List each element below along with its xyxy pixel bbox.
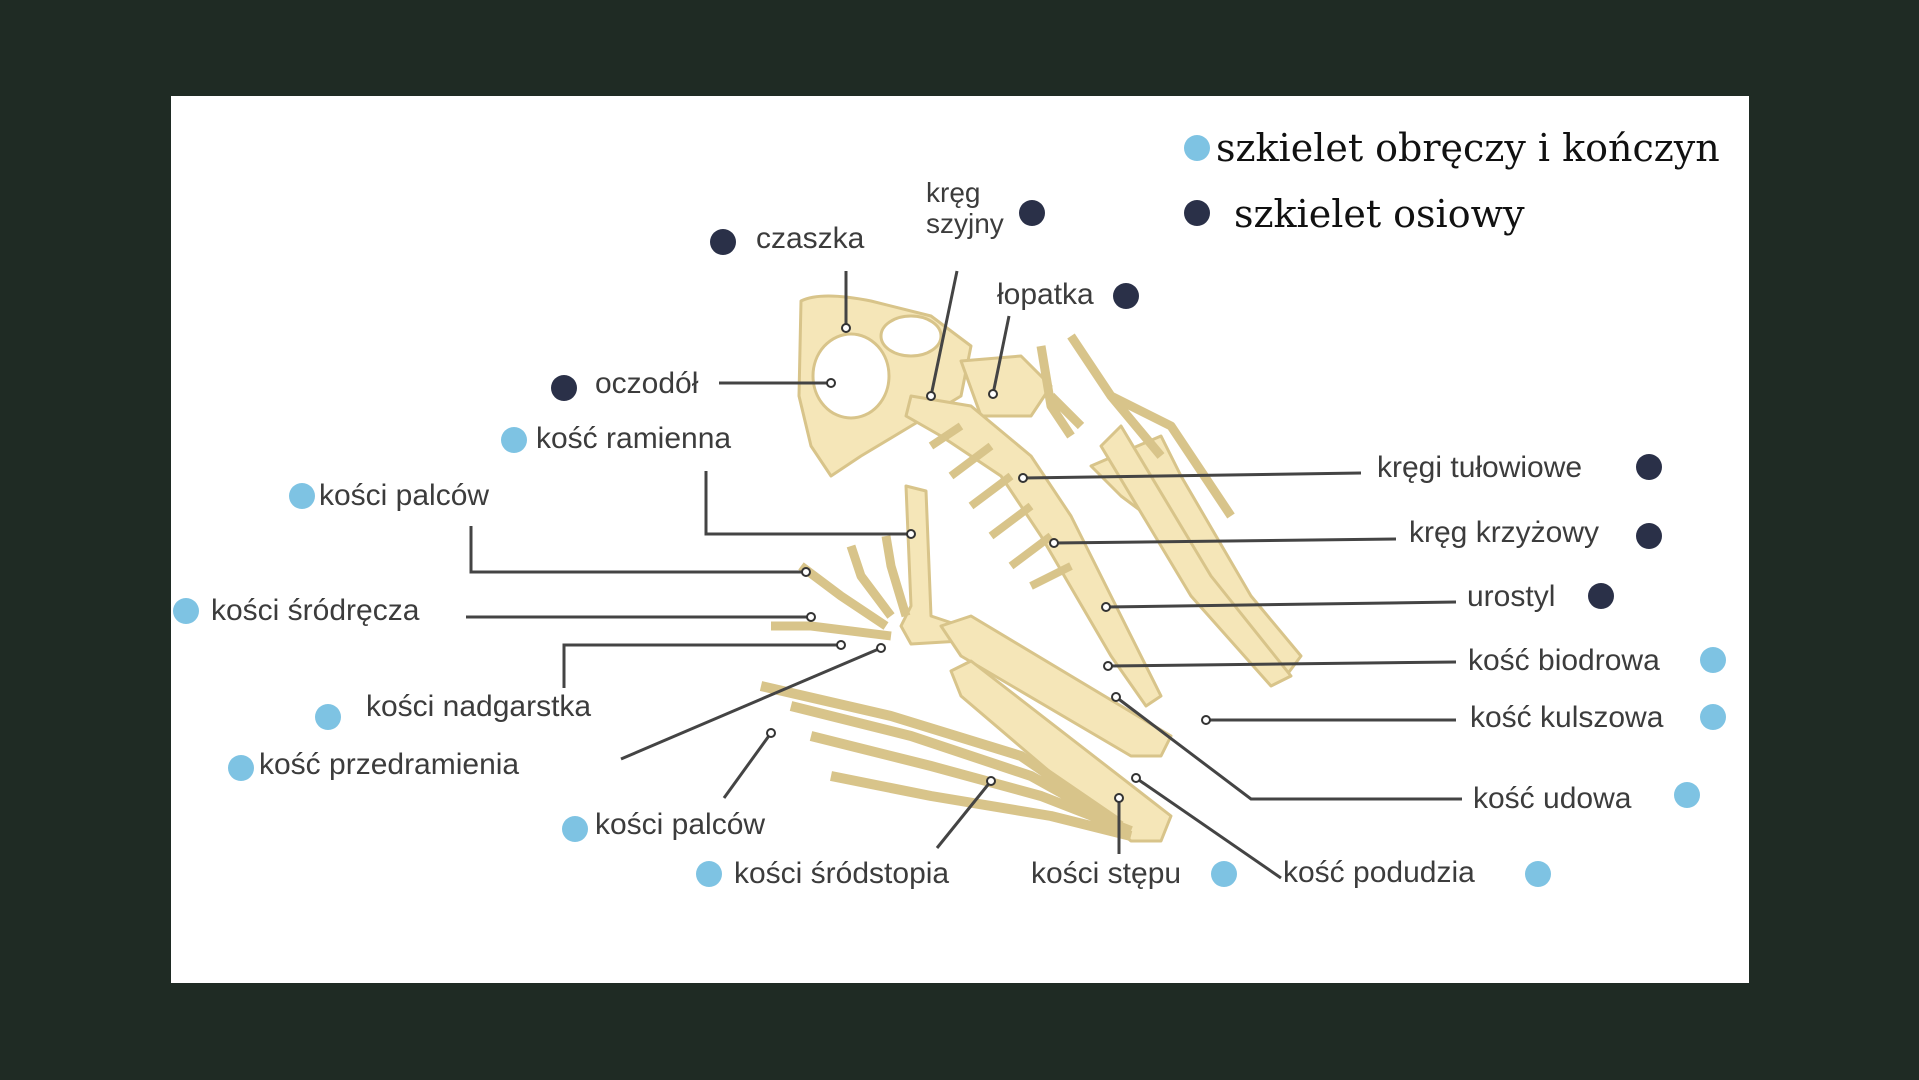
label-kosc-kulszowa: kość kulszowa [1470, 701, 1664, 734]
endpoint-kosci-nadgarstka [836, 640, 846, 650]
ilium-2 [1099, 424, 1293, 688]
frog-skeleton [759, 294, 1303, 843]
dot-kosci-srodrecza [173, 598, 199, 624]
dot-kosci-nadgarstka [315, 704, 341, 730]
dot-kosci-srodstopia [696, 861, 722, 887]
dot-kosc-przedramienia [228, 755, 254, 781]
endpoint-kosc-podudzia [1131, 773, 1141, 783]
legend-axial-text: szkielet osiowy [1234, 192, 1525, 236]
endpoint-kregi-tulowiowe [1018, 473, 1028, 483]
endpoint-kosc-kulszowa [1201, 715, 1211, 725]
leader-kosci-srodstopia [935, 780, 993, 849]
dot-kosci-palcow-gorne [289, 483, 315, 509]
label-kosci-stepu: kości stępu [1031, 857, 1182, 890]
label-kosc-udowa: kość udowa [1473, 782, 1632, 815]
dot-krag-szyjny [1019, 200, 1045, 226]
endpoint-kosci-palcow-dolne [766, 728, 776, 738]
leader-endpoints [766, 323, 1211, 803]
scapula [959, 354, 1053, 418]
leader-krag-krzyzowy [1053, 537, 1397, 545]
leader-kosc-udowa [1115, 695, 1462, 801]
endpoint-kosci-stepu [1114, 793, 1124, 803]
endpoint-kosc-ramienna [906, 529, 916, 539]
endpoint-kosc-przedramienia [876, 643, 886, 653]
label-urostyl: urostyl [1467, 580, 1556, 613]
endpoint-urostyl [1101, 602, 1111, 612]
orbit [811, 332, 891, 420]
endpoint-krag-krzyzowy [1049, 538, 1059, 548]
dot-czaszka [710, 229, 736, 255]
endpoint-kosc-biodrowa [1103, 661, 1113, 671]
label-kosci-srodstopia: kości śródstopia [734, 857, 950, 890]
forelimb [899, 484, 963, 646]
label-kosci-srodrecza: kości śródręcza [211, 594, 420, 627]
femur [939, 614, 1173, 758]
leader-kosc-ramienna [704, 471, 911, 536]
endpoint-czaszka [841, 323, 851, 333]
label-lopatka: łopatka [997, 278, 1094, 311]
dot-kosci-palcow-dolne [562, 816, 588, 842]
legend-axial-dot [1184, 200, 1210, 226]
label-kregi-tulowiowe: kręgi tułowiowe [1377, 451, 1583, 484]
endpoint-kosc-udowa [1111, 692, 1121, 702]
front-fingers [771, 535, 911, 641]
leader-urostyl [1105, 600, 1457, 609]
leader-kosci-palcow-dolne [722, 732, 773, 799]
label-kosci-palcow-gorne: kości palców [319, 479, 490, 512]
dot-kosc-udowa [1674, 782, 1700, 808]
dot-oczodol [551, 375, 577, 401]
label-krag-krzyzowy: kręg krzyżowy [1409, 516, 1600, 549]
dot-kregi-tulowiowe [1636, 454, 1662, 480]
endpoint-kosci-srodrecza [806, 612, 816, 622]
leader-kosci-palcow-gorne [469, 526, 806, 574]
label-kosc-ramienna: kość ramienna [536, 422, 732, 455]
label-czaszka: czaszka [756, 222, 865, 255]
leader-kregi-tulowiowe [1022, 471, 1362, 480]
dot-krag-krzyzowy [1636, 523, 1662, 549]
endpoint-kosci-palcow-gorne [801, 567, 811, 577]
leader-kosc-biodrowa [1107, 660, 1457, 668]
leader-kosci-nadgarstka [562, 643, 841, 688]
legend-appendicular-text: szkielet obręczy i kończyn [1216, 126, 1720, 170]
label-kosc-podudzia: kość podudzia [1283, 856, 1475, 889]
dot-kosc-kulszowa [1700, 704, 1726, 730]
leader-kosc-podudzia [1135, 776, 1282, 880]
dot-kosc-podudzia [1525, 861, 1551, 887]
upper-hind-foot [1036, 333, 1235, 519]
leader-lopatka [991, 315, 1011, 395]
label-kosci-nadgarstka: kości nadgarstka [366, 690, 592, 723]
diagram-panel: szkielet obręczy i kończyn szkielet osio… [171, 96, 1749, 983]
label-oczodol: oczodół [595, 367, 699, 400]
legend-appendicular-dot [1184, 135, 1210, 161]
label-kosci-palcow-dolne: kości palców [595, 808, 766, 841]
endpoint-kosci-srodstopia [986, 776, 996, 786]
leader-lines [466, 270, 1462, 880]
orbit-inner [879, 314, 943, 358]
transverse-processes [928, 422, 1073, 590]
frog-skeleton-diagram [466, 270, 1462, 880]
dot-kosc-ramienna [501, 427, 527, 453]
endpoint-krag-szyjny [926, 391, 936, 401]
dot-lopatka [1113, 283, 1139, 309]
label-kosc-biodrowa: kość biodrowa [1468, 644, 1660, 677]
endpoint-lopatka [988, 389, 998, 399]
endpoint-oczodol [826, 378, 836, 388]
dot-kosc-biodrowa [1700, 647, 1726, 673]
vertebral-column [904, 394, 1163, 708]
label-kosc-przedramienia: kość przedramienia [259, 748, 520, 781]
dot-kosci-stepu [1211, 861, 1237, 887]
leader-krag-szyjny [929, 270, 959, 397]
label-krag-szyjny: kręg szyjny [926, 177, 1004, 239]
leader-kosc-przedramienia [620, 646, 882, 761]
dot-urostyl [1588, 583, 1614, 609]
